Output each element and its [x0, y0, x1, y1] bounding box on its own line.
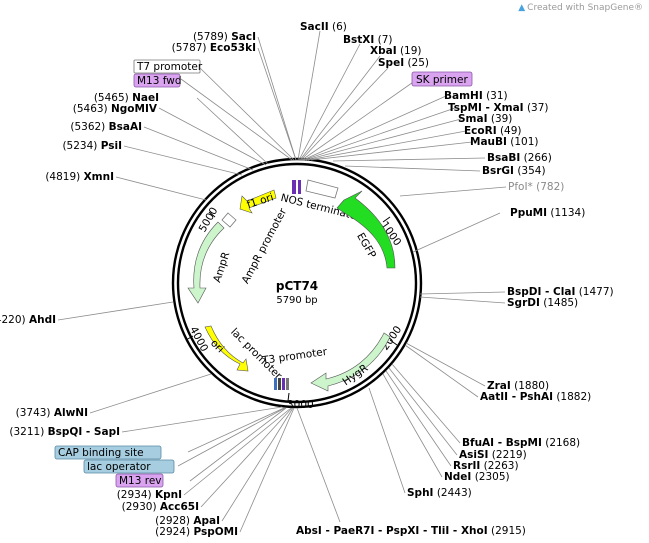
snapgene-watermark: ▲Created with SnapGene®: [518, 3, 643, 13]
site-rsrii: RsrII (2263): [453, 460, 519, 472]
backbone: [171, 157, 423, 409]
site-ppumi: PpuMI (1134): [510, 207, 585, 219]
site-eco53ki: (5787) Eco53kI: [172, 42, 256, 54]
site-alwni: (3743) AlwNI: [16, 407, 88, 419]
site-kpni: (2934) KpnI: [117, 489, 182, 501]
boxed-labels: T7 promoter M13 fwd SK primer CAP bindin…: [54, 59, 473, 488]
ampr-label: AmpR: [211, 251, 232, 285]
site-ecori: EcoRI (49): [464, 125, 522, 137]
site-bsaai: (5362) BsaAI: [70, 121, 142, 133]
ampr-promoter-label: AmpR promoter: [239, 206, 289, 286]
lac-operator-label: lac operator: [87, 461, 151, 473]
site-ngomiv: (5463) NgoMIV: [73, 103, 158, 115]
snapgene-logo-icon: ▲: [518, 3, 526, 13]
site-bamhi: BamHI (31): [444, 90, 508, 102]
m13-rev-label: M13 rev: [119, 475, 162, 487]
site-ahdi: (4220) AhdI: [0, 314, 56, 326]
tick-4000: [185, 335, 194, 341]
site-bsrgi: BsrGI (354): [482, 165, 546, 177]
plasmid-size: 5790 bp: [276, 295, 317, 306]
site-asisi: AsiSI (2219): [459, 449, 527, 461]
tick-3000: [287, 392, 290, 402]
site-bsabi: BsaBI (266): [487, 152, 552, 164]
bottom-marker-3: [282, 378, 285, 390]
tick-5000: [208, 211, 216, 218]
site-acc65i: (2930) Acc65I: [122, 501, 199, 513]
bottom-marker-2: [278, 378, 281, 390]
site-smai: SmaI (39): [458, 113, 512, 125]
leader-lines: [57, 30, 507, 533]
site-spei: SpeI (25): [378, 57, 429, 69]
site-sacii: SacII (6): [300, 21, 347, 33]
cap-binding-site-label: CAP binding site: [58, 447, 144, 459]
site-pfoi: PfoI* (782): [508, 181, 564, 193]
ampr-promoter-box: [221, 212, 237, 228]
site-bspdi-clai: BspDI - ClaI (1477): [507, 286, 614, 298]
site-bstxi: BstXI (7): [343, 34, 393, 46]
site-aatii-pshai: AatII - PshAI (1882): [480, 391, 591, 403]
site-bfuai-bspmi: BfuAI - BspMI (2168): [462, 437, 580, 449]
watermark-text: Created with SnapGene®: [527, 3, 643, 13]
bottom-marker-1: [274, 378, 277, 390]
site-apai: (2928) ApaI: [155, 515, 220, 527]
site-psii: (5234) PsiI: [62, 140, 122, 152]
site-pspomi: (2924) PspOMI: [155, 526, 238, 538]
nos-terminator-box: [305, 179, 339, 199]
sites-top-left: (5789) SacI (5787) Eco53kI: [172, 31, 256, 54]
sites-right: BamHI (31) TspMI - XmaI (37) SmaI (39) E…: [407, 90, 614, 499]
site-bspqi-sapi: (3211) BspQI - SapI: [9, 426, 120, 438]
site-zrai: ZraI (1880): [487, 380, 549, 392]
tick-1000: [382, 216, 391, 223]
ampr-arrow: [187, 221, 225, 304]
t3-promoter-label: T3 promoter: [261, 346, 329, 367]
sk-primer-label: SK primer: [416, 74, 468, 86]
bottom-marker-4: [286, 378, 289, 390]
sites-top: SacII (6) BstXI (7) XbaI (19) SpeI (25): [300, 21, 429, 69]
site-naei: (5465) NaeI: [94, 92, 159, 104]
egfp-arrow: [336, 190, 396, 269]
site-sgrdi: SgrDI (1485): [507, 297, 578, 309]
sites-left: (5465) NaeI (5463) NgoMIV (5362) BsaAI (…: [0, 92, 238, 538]
site-absi-xhoi: AbsI - PaeR7I - PspXI - TliI - XhoI (291…: [296, 525, 526, 537]
site-xmni: (4819) XmnI: [45, 171, 114, 183]
t7-promoter-label: T7 promoter: [136, 61, 203, 73]
m13-fwd-label: M13 fwd: [137, 75, 182, 87]
tick-marks: [185, 211, 398, 402]
site-saci: (5789) SacI: [193, 31, 256, 43]
tick-2000: [389, 339, 398, 346]
site-sphi: SphI (2443): [407, 487, 472, 499]
plasmid-name: pCT74: [276, 279, 318, 293]
top-marker-2: [298, 180, 301, 194]
ori-arrow: [204, 325, 249, 372]
f1-ori-arrow: [239, 189, 277, 214]
site-ndei: NdeI (2305): [444, 471, 510, 483]
hygr-arrow: [310, 332, 391, 392]
site-xbai: XbaI (19): [370, 45, 422, 57]
site-maubi: MauBI (101): [470, 136, 539, 148]
top-marker-1: [292, 180, 296, 194]
f1-ori-label: f1 ori: [245, 191, 275, 211]
site-tspmi-xmai: TspMI - XmaI (37): [448, 102, 549, 114]
hygr-label: HygR: [340, 362, 370, 388]
